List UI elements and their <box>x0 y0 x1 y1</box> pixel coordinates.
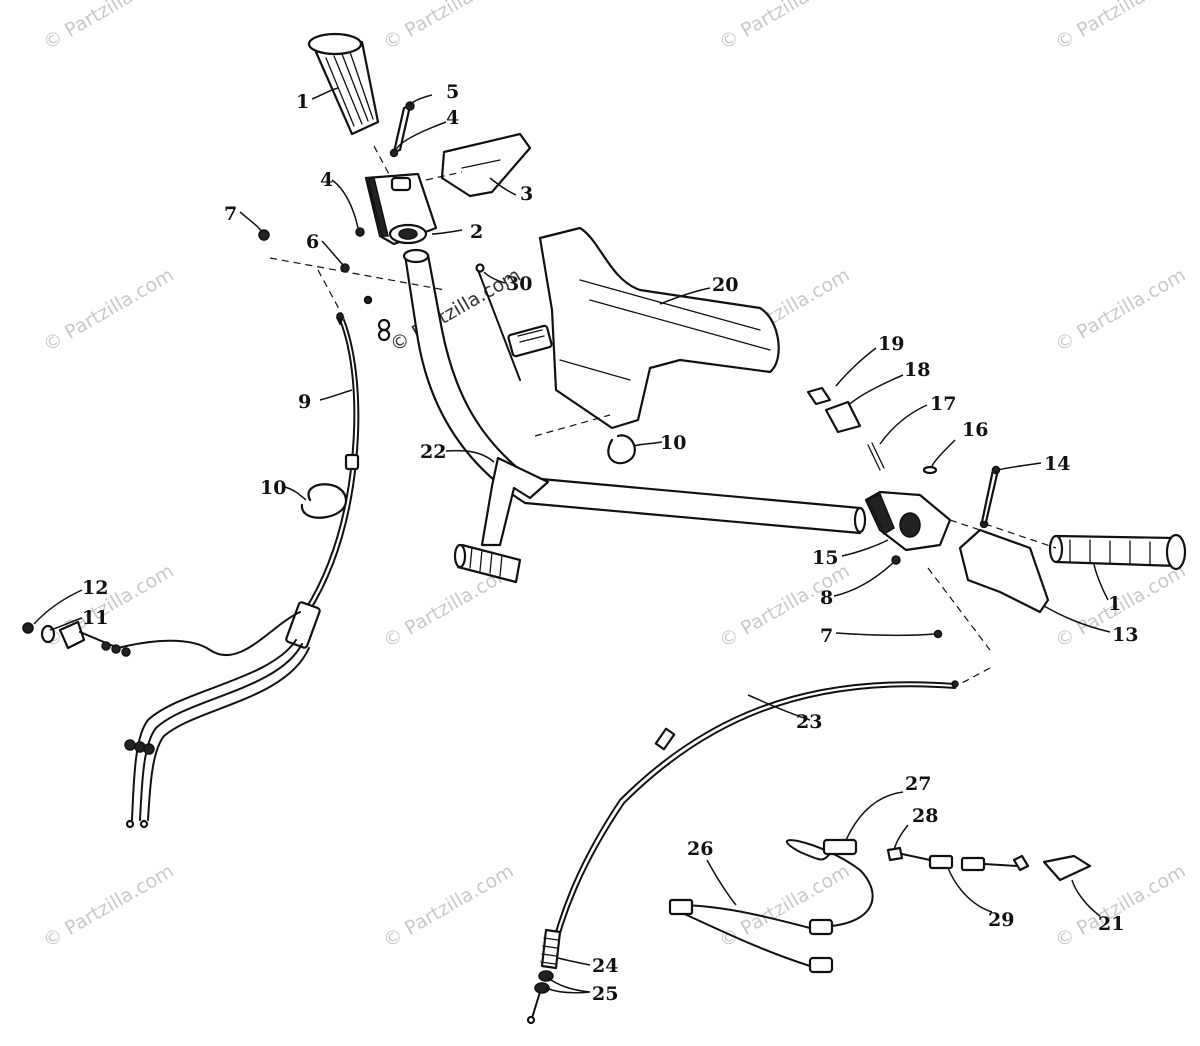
right-housing-part-15 <box>864 490 952 565</box>
callout-4-lower: 4 <box>320 169 333 191</box>
callout-23: 23 <box>796 711 822 733</box>
callout-labels: 1 1 2 3 4 4 5 6 7 7 8 9 10 10 11 12 13 1… <box>82 81 1138 1005</box>
watermark: © Partzilla.com <box>40 0 178 54</box>
callout-13: 13 <box>1112 624 1138 646</box>
watermark: © Partzilla.com <box>380 860 518 952</box>
right-lever-part-13 <box>933 465 1050 639</box>
callout-29: 29 <box>988 909 1014 931</box>
handlebar-part-22 <box>402 248 867 584</box>
callout-14: 14 <box>1044 453 1070 475</box>
callout-3: 3 <box>520 183 533 205</box>
callout-5: 5 <box>446 81 459 103</box>
callout-22: 22 <box>420 441 446 463</box>
left-grip-part-1 <box>307 32 380 136</box>
callout-7-right: 7 <box>820 625 833 647</box>
callout-18: 18 <box>904 359 930 381</box>
left-lever-part-3 <box>440 132 532 198</box>
throttle-parts-16-19 <box>806 386 938 475</box>
callout-11: 11 <box>82 607 108 629</box>
watermark: © Partzilla.com <box>40 264 178 356</box>
callout-10-left: 10 <box>260 477 286 499</box>
callout-15: 15 <box>812 547 838 569</box>
right-grip-part-1 <box>1048 533 1187 571</box>
watermark: © Partzilla.com <box>1052 0 1190 54</box>
left-housing-part-2 <box>364 172 438 246</box>
assembly-guide-lines <box>269 145 1057 685</box>
clip-part-10 <box>607 434 636 465</box>
callout-24: 24 <box>592 955 618 977</box>
callout-6: 6 <box>306 231 319 253</box>
callout-10-right: 10 <box>660 432 686 454</box>
callout-9: 9 <box>298 391 311 413</box>
callout-1-right: 1 <box>1108 593 1121 615</box>
watermark: © Partzilla.com <box>40 860 178 952</box>
callout-21: 21 <box>1098 913 1124 935</box>
callout-25: 25 <box>592 983 618 1005</box>
callout-2: 2 <box>470 221 483 243</box>
wiring-harness-parts-21-29 <box>668 838 1092 974</box>
watermark: © Partzilla.com <box>380 0 518 54</box>
left-cable-assembly <box>22 312 360 829</box>
callout-30: 30 <box>506 273 532 295</box>
callout-12: 12 <box>82 577 108 599</box>
callout-26: 26 <box>687 838 713 860</box>
callout-1: 1 <box>296 91 309 113</box>
callout-8: 8 <box>820 587 833 609</box>
cover-part-20 <box>538 226 780 430</box>
callout-16: 16 <box>962 419 988 441</box>
switch-part-30 <box>475 263 553 381</box>
watermark: © Partzilla.com <box>387 264 525 356</box>
callout-4: 4 <box>446 107 459 129</box>
watermark: © Partzilla.com <box>40 560 178 652</box>
hardware-left <box>258 101 415 342</box>
callout-17: 17 <box>930 393 956 415</box>
callout-20: 20 <box>712 274 738 296</box>
watermark: © Partzilla.com <box>716 0 854 54</box>
callout-19: 19 <box>878 333 904 355</box>
callout-28: 28 <box>912 805 938 827</box>
watermark: © Partzilla.com <box>1052 264 1190 356</box>
callout-27: 27 <box>905 773 931 795</box>
callout-7: 7 <box>224 203 237 225</box>
callout-leaders <box>33 87 1111 994</box>
